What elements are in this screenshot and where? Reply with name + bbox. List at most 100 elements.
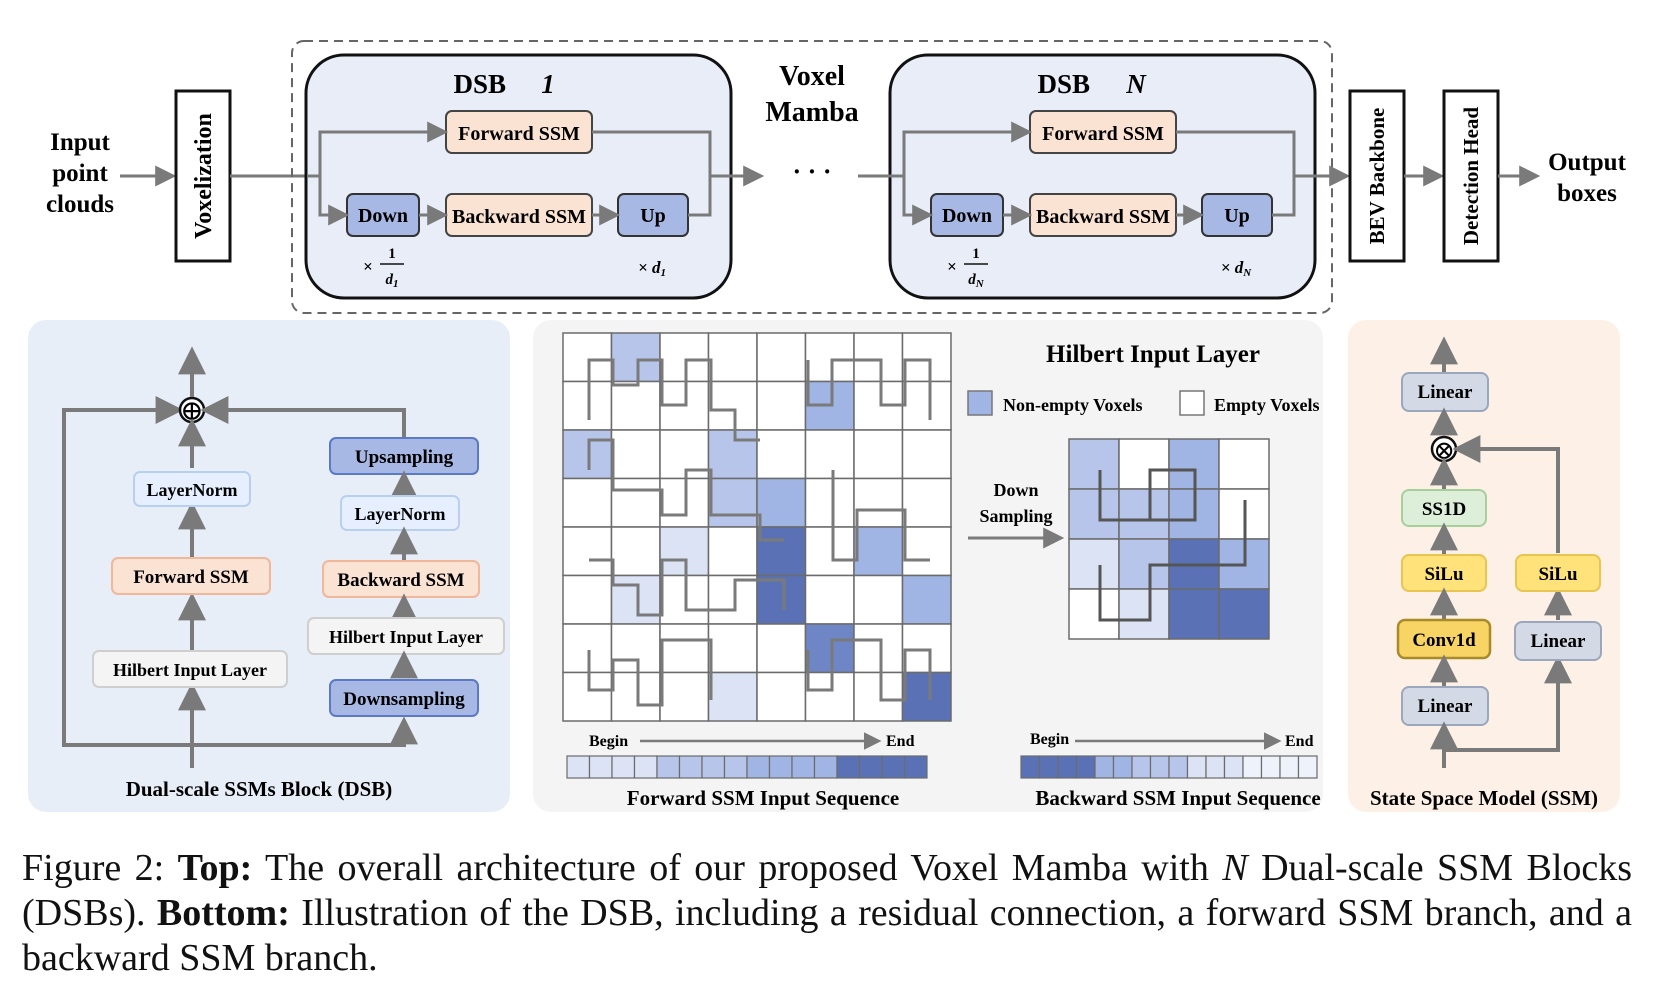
top-architecture: Input point clouds Voxelization Voxel Ma… — [46, 40, 1627, 314]
sequence-token — [1223, 755, 1244, 779]
voxel-cell — [707, 477, 758, 528]
voxel-cell — [901, 526, 952, 577]
voxel-cell — [707, 429, 758, 480]
dsb-1: DSB 1 Forward SSM Backward SSM Down Up ×… — [304, 53, 765, 300]
dsb-layernorm-right: LayerNorm — [355, 504, 446, 524]
voxel-cell — [901, 380, 952, 431]
voxel-cell — [853, 574, 904, 625]
sequence-token — [836, 755, 861, 779]
dsb-hilbert-left: Hilbert Input Layer — [113, 660, 267, 680]
input-label-1: Input — [50, 129, 110, 156]
dsbn-title: DSB — [1037, 69, 1090, 99]
ssm-silu-right: SiLu — [1538, 564, 1578, 585]
detection-head-box — [1442, 89, 1500, 263]
voxel-cell — [901, 332, 952, 383]
voxel-cell — [562, 671, 613, 722]
output-label-2: boxes — [1557, 180, 1617, 207]
voxel-cell — [707, 332, 758, 383]
sequence-token — [633, 755, 658, 779]
ssm-linear-right: Linear — [1531, 631, 1586, 652]
caption-top-text: The overall architecture of our proposed… — [265, 847, 1209, 889]
sequence-token — [1020, 755, 1041, 779]
input-label-2: point — [52, 160, 108, 187]
dsb-backward-ssm: Backward SSM — [337, 570, 464, 591]
voxel-cell — [804, 429, 855, 480]
caption-top-bold: Top: — [177, 847, 253, 889]
ssm-linear-top: Linear — [1418, 382, 1473, 403]
figure-caption: Figure 2: Top: The overall architecture … — [22, 846, 1632, 981]
dsbn-index: N — [1125, 69, 1147, 99]
dsb-hilbert-right: Hilbert Input Layer — [329, 627, 483, 647]
backward-end: End — [1285, 733, 1314, 750]
hilbert-panel: Hilbert Input Layer Non-empty Voxels Emp… — [533, 320, 1323, 812]
sequence-token — [1168, 755, 1189, 779]
sequence-token — [656, 755, 681, 779]
voxel-cell — [707, 671, 758, 722]
sequence-token — [1038, 755, 1059, 779]
voxel-cell — [756, 380, 807, 431]
voxel-cell — [562, 477, 613, 528]
forward-end: End — [886, 733, 915, 750]
sequence-token — [1186, 755, 1207, 779]
sequence-token — [858, 755, 883, 779]
voxel-cell — [756, 429, 807, 480]
voxel-cell — [756, 332, 807, 383]
legend-non-empty: Non-empty Voxels — [1003, 395, 1143, 415]
sequence-token — [678, 755, 703, 779]
voxel-cell — [756, 574, 807, 625]
sequence-token — [768, 755, 793, 779]
voxel-cell — [610, 429, 661, 480]
downsampled-voxel-cell — [1218, 438, 1270, 490]
voxel-cell — [756, 623, 807, 674]
downsampled-voxel-cell — [1118, 488, 1170, 540]
input-label-3: clouds — [46, 191, 114, 218]
voxel-cell — [853, 332, 904, 383]
voxel-cell — [901, 623, 952, 674]
sequence-token — [611, 755, 636, 779]
voxel-cell — [901, 574, 952, 625]
dsb-downsampling: Downsampling — [343, 689, 465, 710]
voxel-cell — [853, 477, 904, 528]
ssm-panel-caption: State Space Model (SSM) — [1370, 786, 1598, 810]
ssm-panel: Linear ⊗ SS1D SiLu Conv1d Linear Linear … — [1348, 320, 1620, 812]
voxel-cell — [901, 429, 952, 480]
voxel-cell — [562, 429, 613, 480]
svg-text:×: × — [947, 257, 957, 276]
voxel-cell — [804, 332, 855, 383]
voxel-cell — [610, 623, 661, 674]
dsb-n: DSB N Forward SSM Backward SSM Down Up ×… — [880, 53, 1351, 300]
figure: Input point clouds Voxelization Voxel Ma… — [28, 40, 1627, 812]
svg-text:1: 1 — [972, 246, 980, 262]
voxel-cell — [853, 671, 904, 722]
dsb-layernorm: LayerNorm — [147, 480, 238, 500]
sequence-token — [1297, 755, 1318, 779]
voxel-cell — [659, 332, 710, 383]
voxel-cell — [804, 477, 855, 528]
sequence-token — [723, 755, 748, 779]
sequence-token — [813, 755, 838, 779]
dsb1-index: 1 — [541, 69, 555, 99]
voxel-cell — [659, 623, 710, 674]
voxel-cell — [562, 526, 613, 577]
backward-begin: Begin — [1030, 731, 1069, 748]
dsb-panel: ⊕ LayerNorm Forward SSM Hilbert Input La… — [28, 320, 510, 812]
hilbert-title: Hilbert Input Layer — [1046, 341, 1260, 368]
ssm-ss1d: SS1D — [1422, 499, 1466, 520]
dsb-forward-ssm: Forward SSM — [133, 567, 249, 588]
ssm-silu-left: SiLu — [1424, 564, 1464, 585]
dsbn-down: Down — [942, 205, 992, 227]
output-label-1: Output — [1548, 149, 1626, 176]
bev-backbone-label: BEV Backbone — [1365, 108, 1389, 245]
voxel-mamba-label-1: Voxel — [779, 61, 845, 92]
downsampled-voxel-cell — [1068, 538, 1120, 590]
voxel-cell — [610, 574, 661, 625]
voxel-cell — [901, 477, 952, 528]
voxel-cell — [562, 623, 613, 674]
voxel-cell — [707, 574, 758, 625]
caption-n-symbol: N — [1222, 847, 1248, 889]
dsb1-up: Up — [640, 205, 666, 227]
dsb1-backward: Backward SSM — [452, 206, 586, 228]
caption-bottom-bold: Bottom: — [156, 892, 290, 934]
voxel-cell — [853, 623, 904, 674]
sequence-token — [1112, 755, 1133, 779]
